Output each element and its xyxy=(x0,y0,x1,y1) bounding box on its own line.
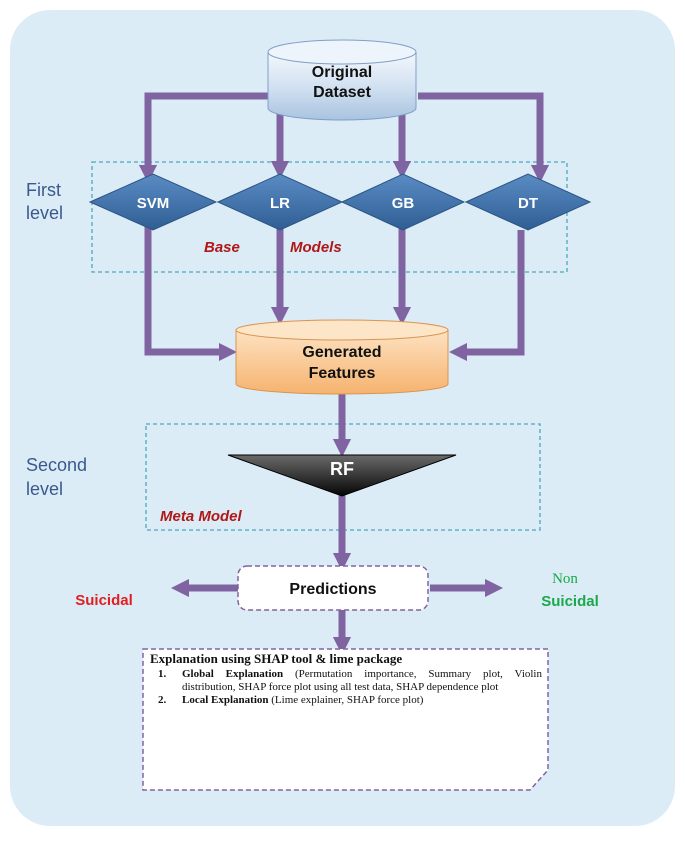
second-level-label-line2: level xyxy=(26,479,63,499)
model-label-svm: SVM xyxy=(137,195,170,212)
dataset-label-line1: Original xyxy=(312,64,372,81)
explanation-item-heading: Global Explanation xyxy=(182,668,284,680)
explanation-item-text: (Permutation importance, Summary plot, V… xyxy=(182,668,542,693)
model-label-lr: LR xyxy=(270,195,290,212)
meta-model-rf: RF xyxy=(227,454,457,497)
base-model-svm: SVM xyxy=(88,173,218,231)
predictions-box: Predictions xyxy=(237,565,429,611)
rf-label: RF xyxy=(330,459,354,479)
features-label-line1: Generated xyxy=(302,344,381,361)
explanation-item-heading: Local Explanation xyxy=(182,694,269,706)
base-model-gb: GB xyxy=(340,173,466,231)
arrow-svm-features xyxy=(144,224,238,362)
explanation-item-text: (Lime explainer, SHAP force plot) xyxy=(268,694,424,706)
first-level-label-line1: First xyxy=(26,180,61,200)
explanation-item-number: 1. xyxy=(158,668,167,680)
features-label-line2: Features xyxy=(309,365,376,382)
base-models-caption-word1: Base xyxy=(204,239,240,256)
first-level-region xyxy=(91,161,568,273)
explanation-item-local: 2. Local Explanation (Lime explainer, SH… xyxy=(150,694,542,707)
base-model-dt: DT xyxy=(464,173,592,231)
model-label-gb: GB xyxy=(392,195,415,212)
base-models-caption-word2: Models xyxy=(290,239,342,256)
outcome-non: Non xyxy=(552,571,578,587)
arrow-dataset-dt xyxy=(418,92,550,184)
explanation-content: Explanation using SHAP tool & lime packa… xyxy=(150,652,542,708)
dataset-label-line2: Dataset xyxy=(313,84,371,101)
arrow-dataset-svm xyxy=(138,92,268,184)
original-dataset-cylinder: Original Dataset xyxy=(267,39,417,121)
predictions-label: Predictions xyxy=(289,581,376,598)
first-level-label-line2: level xyxy=(26,203,63,223)
flow-arrows xyxy=(138,92,550,656)
generated-features-box: Generated Features xyxy=(235,319,449,395)
explanation-item-number: 2. xyxy=(158,694,167,706)
explanation-box xyxy=(142,648,549,791)
outcome-nonsuicidal: Suicidal xyxy=(541,593,599,610)
explanation-title: Explanation using SHAP tool & lime packa… xyxy=(150,651,403,666)
meta-model-caption: Meta Model xyxy=(160,508,243,525)
outcome-suicidal: Suicidal xyxy=(75,592,133,609)
model-label-dt: DT xyxy=(518,195,538,212)
arrow-dt-features xyxy=(448,230,525,362)
explanation-item-global: 1. Global Explanation (Permutation impor… xyxy=(150,668,542,693)
second-level-label-line1: Second xyxy=(26,455,87,475)
